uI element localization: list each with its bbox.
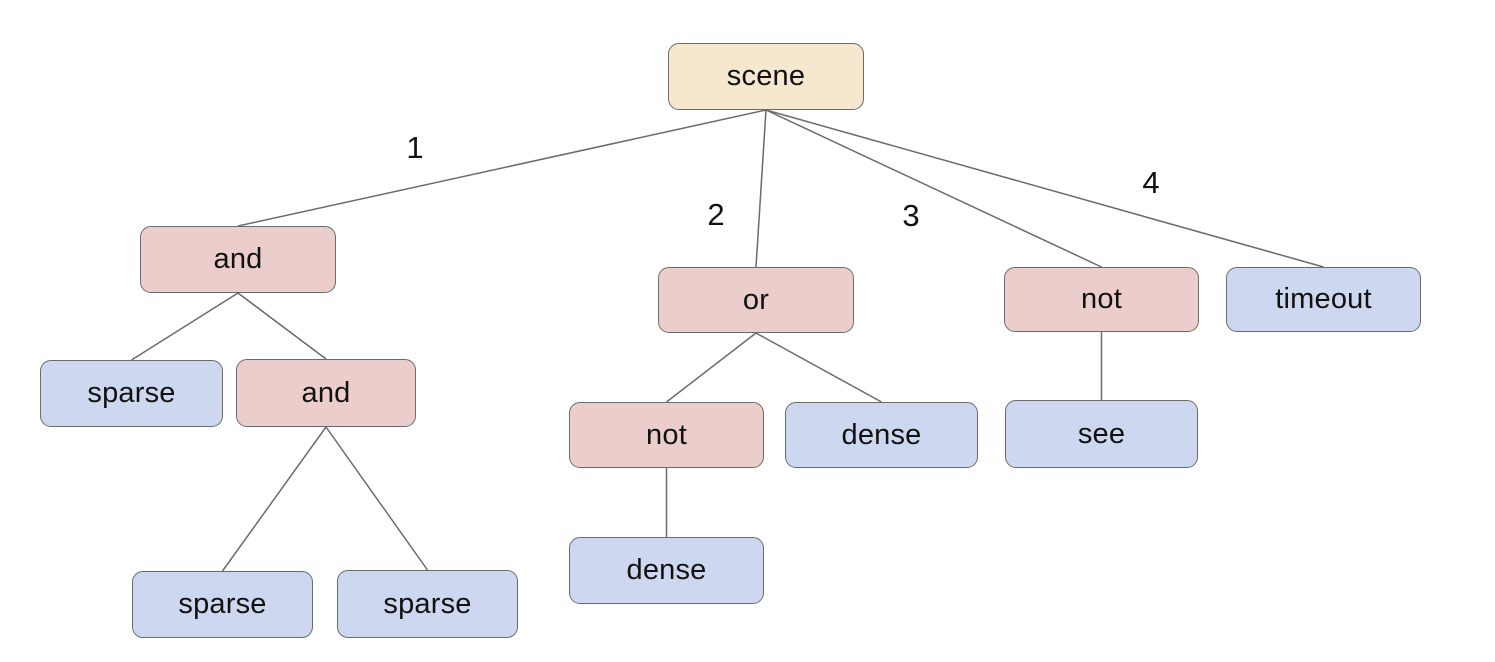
node-label: or xyxy=(742,283,770,316)
node-label: scene xyxy=(726,60,806,92)
node-label: see xyxy=(1077,417,1126,450)
node-label: and xyxy=(301,376,351,409)
edge-scene-not-1 xyxy=(765,109,1102,268)
edge-label-3: 3 xyxy=(902,198,920,233)
node-scene: scene xyxy=(668,43,864,110)
node-label: dense xyxy=(841,418,922,451)
node-sparse-1: sparse xyxy=(40,360,223,427)
node-label: timeout xyxy=(1275,283,1372,315)
node-label: not xyxy=(646,418,687,451)
node-label: sparse xyxy=(87,377,176,409)
edge-scene-and-1 xyxy=(237,109,767,227)
edge-label-2: 2 xyxy=(707,197,725,232)
node-see: see xyxy=(1005,400,1198,468)
edge-and-2-sparse-2 xyxy=(221,426,327,572)
edge-label-4: 4 xyxy=(1142,165,1160,200)
node-and-1: and xyxy=(140,226,336,293)
node-and-2: and xyxy=(236,359,416,427)
edge-label-1: 1 xyxy=(406,130,424,165)
edge-scene-timeout xyxy=(765,109,1324,268)
node-label: dense xyxy=(626,554,707,586)
node-sparse-3: sparse xyxy=(337,570,518,638)
edge-and-2-sparse-3 xyxy=(325,426,429,571)
node-label: and xyxy=(213,243,263,275)
node-label: sparse xyxy=(178,588,267,620)
node-dense-2: dense xyxy=(569,537,764,604)
node-label: not xyxy=(1081,283,1122,315)
edge-or-1-dense-1 xyxy=(755,332,882,403)
node-not-1: not xyxy=(1004,267,1199,332)
node-label: sparse xyxy=(383,587,472,620)
edge-scene-or-1 xyxy=(755,109,767,268)
node-sparse-2: sparse xyxy=(132,571,313,638)
node-or-1: or xyxy=(658,267,854,333)
node-timeout: timeout xyxy=(1226,267,1421,332)
edge-or-1-not-2 xyxy=(666,332,757,403)
edge-and-1-and-2 xyxy=(237,292,327,360)
node-not-2: not xyxy=(569,402,764,468)
node-dense-1: dense xyxy=(785,402,978,468)
edge-and-1-sparse-1 xyxy=(131,292,239,361)
